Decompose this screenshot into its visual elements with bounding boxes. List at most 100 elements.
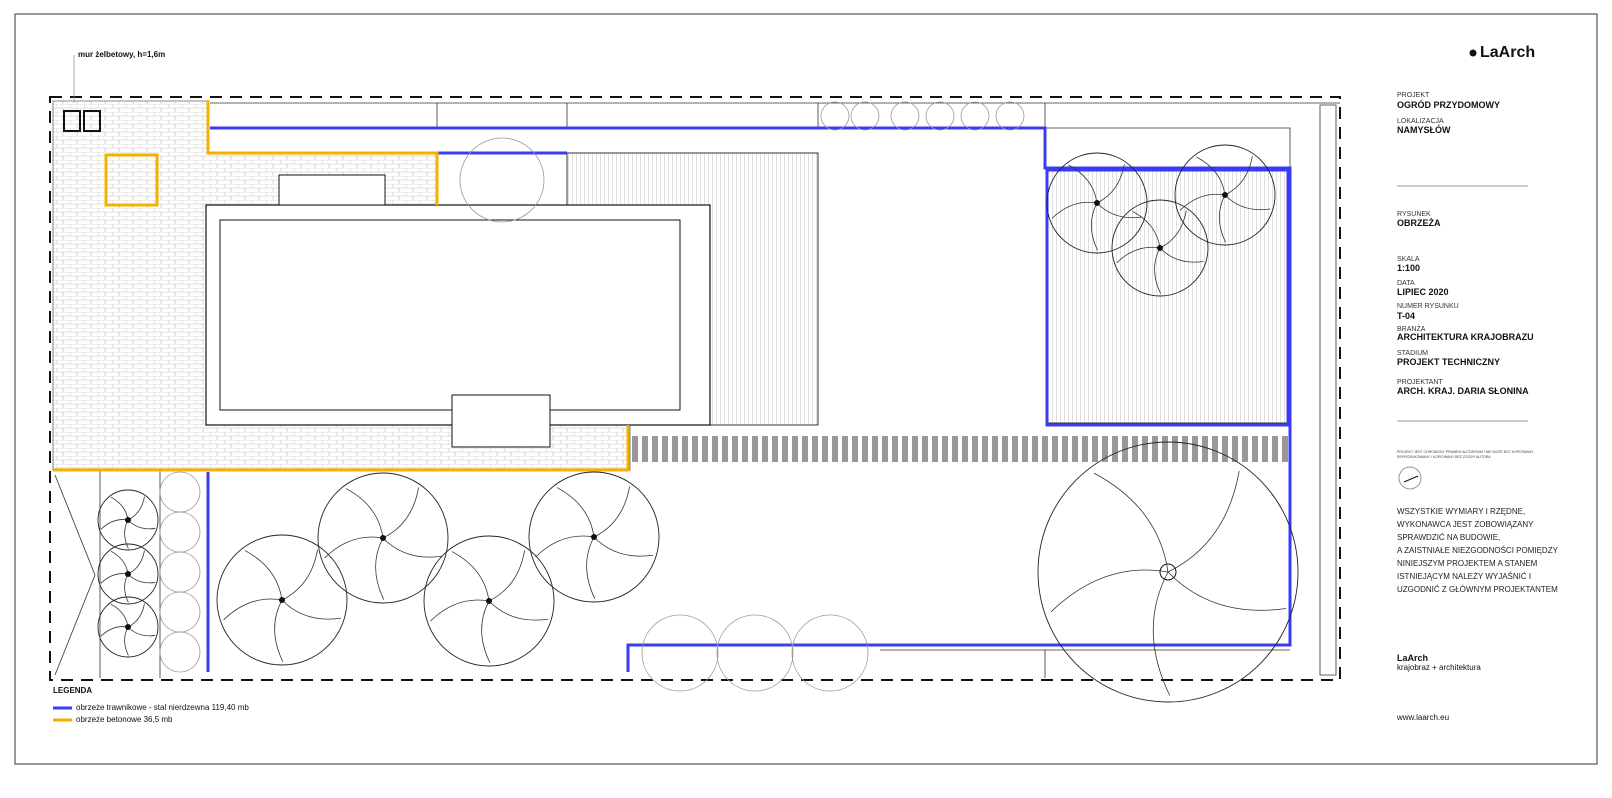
stepping-stone — [1062, 436, 1068, 462]
branch-label: BRANŻA — [1397, 326, 1426, 333]
tree-icon — [1037, 441, 1299, 703]
shrub-icon — [159, 551, 201, 593]
stepping-stone — [682, 436, 688, 462]
tree-icon — [216, 534, 348, 666]
stepping-stone — [1232, 436, 1238, 462]
copyright-line-2: REPRODUKOWANY I KOPIOWANY BEZ ZGODY AUTO… — [1397, 455, 1491, 459]
note-line: WSZYSTKIE WYMIARY I RZĘDNE, — [1397, 507, 1526, 516]
number-label: NUMER RYSUNKU — [1397, 303, 1459, 310]
stepping-stone — [742, 436, 748, 462]
stepping-stone — [1012, 436, 1018, 462]
entrance — [451, 394, 551, 448]
legend-item-concrete: obrzeże betonowe 36,5 mb — [76, 715, 173, 724]
stepping-stone — [672, 436, 678, 462]
wall-annotation: mur żelbetowy, h=1,6m — [78, 50, 166, 59]
stepping-stone — [902, 436, 908, 462]
tree-icon — [97, 489, 159, 551]
stepping-stone — [872, 436, 878, 462]
stepping-stone — [1152, 436, 1158, 462]
note-line: ISTNIEJĄCYM NALEŻY WYJAŚNIĆ I — [1397, 572, 1532, 581]
stepping-stone — [692, 436, 698, 462]
stepping-stone — [1002, 436, 1008, 462]
stepping-stones — [632, 436, 1288, 462]
date-value: LIPIEC 2020 — [1397, 287, 1449, 297]
legend-item-steel: obrzeże trawnikowe - stal nierdzewna 119… — [76, 703, 249, 712]
north-arrow-icon — [1398, 466, 1422, 490]
scale-label: SKALA — [1397, 256, 1420, 263]
stepping-stone — [792, 436, 798, 462]
stepping-stone — [1262, 436, 1268, 462]
stepping-stone — [1252, 436, 1258, 462]
stepping-stone — [832, 436, 838, 462]
legend-title: LEGENDA — [53, 686, 93, 695]
shrub-icon — [960, 101, 990, 131]
stepping-stone — [1202, 436, 1208, 462]
house-interior — [219, 219, 681, 411]
shrub-icon — [159, 511, 201, 553]
note-line: NINIEJSZYM PROJEKTEM A STANEM — [1397, 559, 1538, 568]
stepping-stone — [962, 436, 968, 462]
stepping-stone — [1032, 436, 1038, 462]
project-value: OGRÓD PRZYDOMOWY — [1397, 100, 1500, 110]
copyright-line-1: PROJEKT JEST CHRONIONY PRAWEM AUTORSKIM … — [1397, 450, 1534, 454]
project-label: PROJEKT — [1397, 92, 1430, 99]
stepping-stone — [1162, 436, 1168, 462]
concrete-edge-bed — [104, 153, 159, 207]
designer-value: ARCH. KRAJ. DARIA SŁONINA — [1397, 386, 1529, 396]
drawing-label: RYSUNEK — [1397, 211, 1431, 218]
stepping-stone — [862, 436, 868, 462]
plot-boundary — [49, 96, 1341, 681]
shrub-icon — [995, 101, 1025, 131]
shrub-icon — [159, 591, 201, 633]
stepping-stone — [892, 436, 898, 462]
stepping-stone — [982, 436, 988, 462]
note-line: UZGODNIĆ Z GŁÓWNYM PROJEKTANTEM — [1397, 585, 1558, 594]
website: www.laarch.eu — [1397, 713, 1450, 722]
shrub-icon — [890, 101, 920, 131]
stepping-stone — [1182, 436, 1188, 462]
stepping-stone — [942, 436, 948, 462]
stepping-stone — [762, 436, 768, 462]
house-bay — [278, 174, 386, 206]
drawing-value: OBRZEŻA — [1397, 218, 1441, 228]
company-tagline: krajobraz + architektura — [1397, 663, 1481, 672]
stepping-stone — [1142, 436, 1148, 462]
number-value: T-04 — [1397, 311, 1416, 321]
stepping-stone — [1282, 436, 1288, 462]
tree-icon — [528, 471, 660, 603]
stepping-stone — [772, 436, 778, 462]
stepping-stone — [1242, 436, 1248, 462]
shrub-icon — [850, 101, 880, 131]
stepping-stone — [1192, 436, 1198, 462]
stepping-stone — [1072, 436, 1078, 462]
location-value: NAMYSŁÓW — [1397, 125, 1451, 135]
stepping-stone — [842, 436, 848, 462]
stepping-stone — [852, 436, 858, 462]
stepping-stone — [712, 436, 718, 462]
stepping-stone — [632, 436, 638, 462]
stepping-stone — [1042, 436, 1048, 462]
steel-edge — [206, 126, 1292, 672]
shrub-icon — [716, 614, 794, 692]
stepping-stone — [992, 436, 998, 462]
stepping-stone — [662, 436, 668, 462]
stepping-stone — [722, 436, 728, 462]
tree-icon — [317, 472, 449, 604]
tree-icon — [97, 596, 159, 658]
stepping-stone — [1022, 436, 1028, 462]
stepping-stone — [802, 436, 808, 462]
scale-value: 1:100 — [1397, 263, 1421, 273]
stepping-stone — [1132, 436, 1138, 462]
shrub-icon — [925, 101, 955, 131]
logo-dot-icon — [1469, 49, 1477, 57]
shrub-icon — [459, 137, 545, 223]
stepping-stone — [782, 436, 788, 462]
note-line: A ZAISTNIAŁE NIEZGODNOŚCI POMIĘDZY — [1397, 546, 1558, 555]
stepping-stone — [1102, 436, 1108, 462]
location-label: LOKALIZACJA — [1397, 118, 1444, 125]
logo: LaArch — [1480, 44, 1536, 61]
terrace-deck — [1046, 169, 1289, 424]
stepping-stone — [1272, 436, 1278, 462]
company-name: LaArch — [1397, 653, 1429, 663]
stepping-stone — [912, 436, 918, 462]
